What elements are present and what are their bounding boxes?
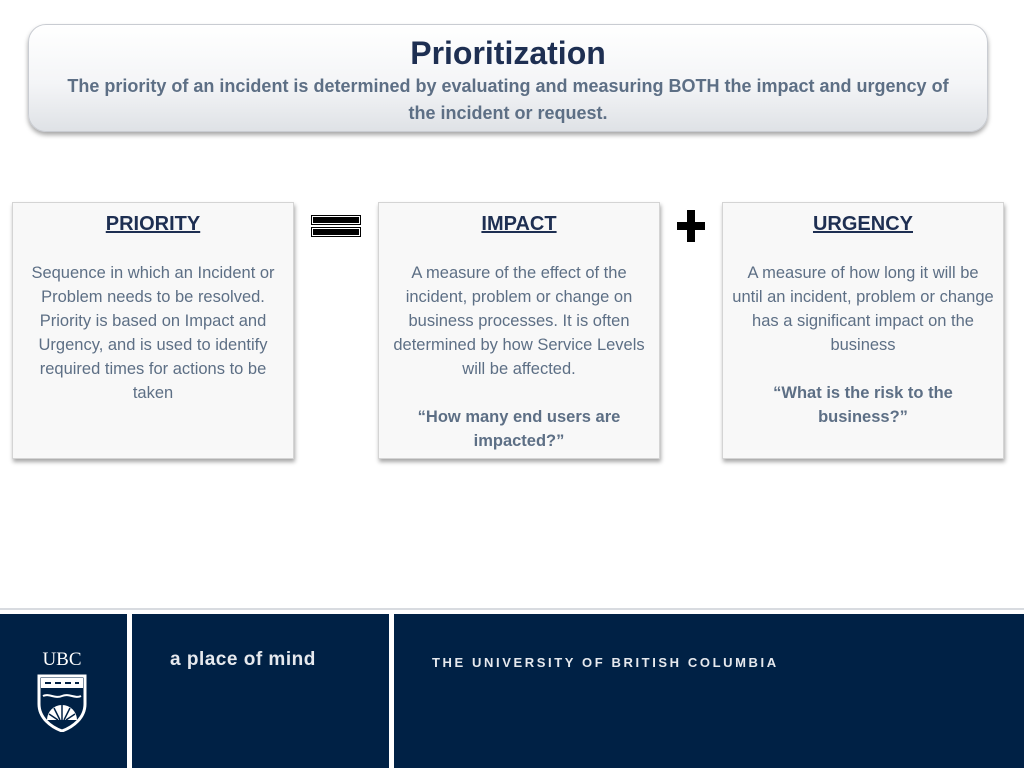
- urgency-card: URGENCY A measure of how long it will be…: [722, 202, 1004, 459]
- footer-rule: [0, 608, 1024, 610]
- plus-icon: [677, 208, 705, 244]
- footer-divider: [389, 614, 394, 768]
- impact-heading: IMPACT: [481, 213, 557, 235]
- impact-card: IMPACT A measure of the effect of the in…: [378, 202, 660, 459]
- slide-title: Prioritization: [410, 35, 606, 71]
- equals-icon: [312, 214, 360, 238]
- ubc-logo: UBC: [36, 648, 88, 734]
- urgency-question: “What is the risk to the business?”: [773, 384, 953, 426]
- urgency-description: A measure of how long it will be until a…: [732, 264, 994, 354]
- tagline: a place of mind: [170, 649, 316, 670]
- priority-description: Sequence in which an Incident or Problem…: [31, 264, 275, 402]
- shield-icon: [37, 674, 87, 732]
- impact-description: A measure of the effect of the incident,…: [393, 264, 645, 378]
- impact-question: “How many end users are impacted?”: [417, 408, 621, 450]
- university-name: THE UNIVERSITY OF BRITISH COLUMBIA: [432, 655, 779, 670]
- ubc-logo-text: UBC: [42, 649, 82, 670]
- slide-subtitle: The priority of an incident is determine…: [67, 76, 949, 123]
- footer-divider: [127, 614, 132, 768]
- title-banner: Prioritization The priority of an incide…: [28, 24, 988, 132]
- priority-heading: PRIORITY: [105, 213, 201, 235]
- urgency-heading: URGENCY: [812, 213, 913, 235]
- priority-card: PRIORITY Sequence in which an Incident o…: [12, 202, 294, 459]
- footer-bar: UBC a place of mind THE UNIVERSITY OF BR…: [0, 614, 1024, 768]
